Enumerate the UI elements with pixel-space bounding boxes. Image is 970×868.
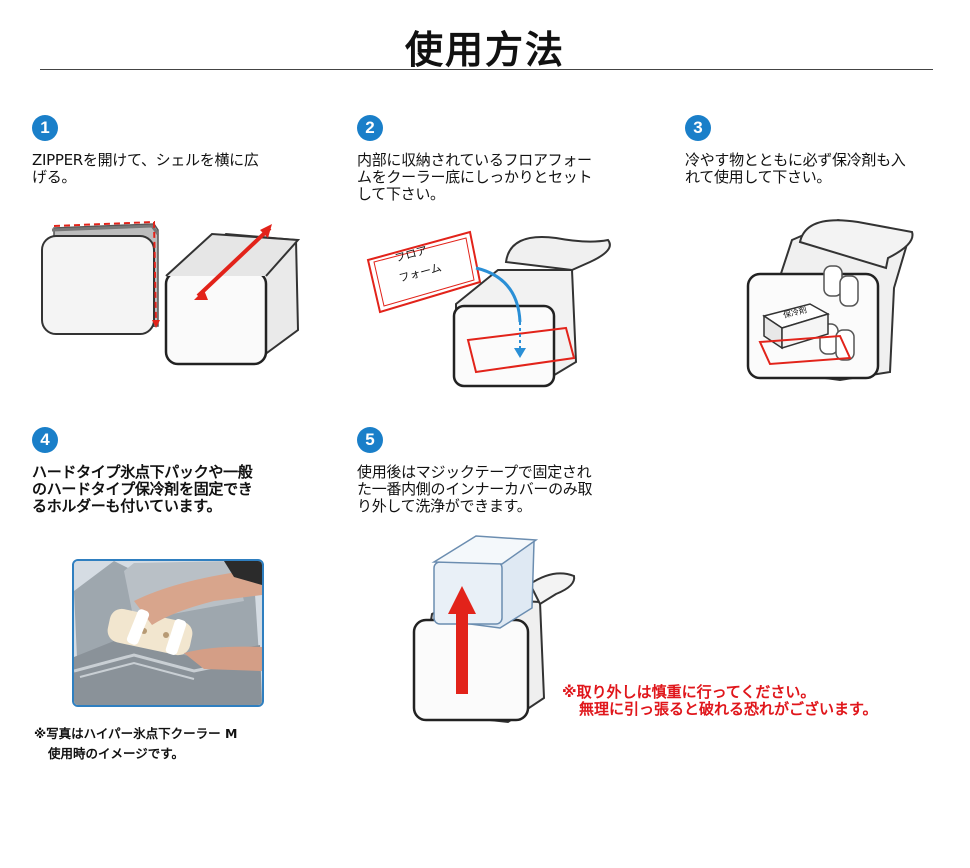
- closed-shell-icon: [41, 235, 155, 335]
- step-4-text-line-3: るホルダーも付いています。: [32, 497, 222, 515]
- photo-note: ※写真はハイパー氷点下クーラー M 使用時のイメージです。: [34, 724, 237, 764]
- cooler-box-icon: [452, 304, 556, 388]
- step-4-text-line-1: ハードタイプ氷点下パックや一般: [32, 463, 253, 481]
- step-2-number-badge: 2: [357, 115, 383, 141]
- step-1-text-line-2: げる。: [32, 168, 77, 186]
- warning-text: ※取り外しは慎重に行ってください。 無理に引っ張ると破れる恐れがございます。: [562, 684, 878, 718]
- step-1-text: ZIPPERを開けて、シェルを横に広 げる。: [32, 152, 259, 186]
- step-3-text-line-1: 冷やす物とともに必ず保冷剤も入: [685, 151, 906, 169]
- step-4-number-badge: 4: [32, 427, 58, 453]
- expand-arrow-icon: [196, 226, 272, 298]
- step-3-text-line-2: れて使用して下さい。: [685, 168, 832, 186]
- floor-form-card-icon: フロア フォーム: [366, 230, 482, 314]
- step-1-number-badge: 1: [32, 115, 58, 141]
- step-5-text-line-1: 使用後はマジックテープで固定され: [357, 463, 592, 481]
- step-5-number-badge: 5: [357, 427, 383, 453]
- outer-cooler-icon: [412, 618, 530, 722]
- step-3-illustration: 保冷剤: [746, 218, 914, 382]
- step-3-number-badge: 3: [685, 115, 711, 141]
- photo-note-line-2: 使用時のイメージです。: [48, 746, 185, 761]
- step-4-text-line-2: のハードタイプ保冷剤を固定でき: [32, 480, 253, 498]
- cooler-lid-icon: [798, 219, 914, 270]
- cooler-lid-icon: [504, 236, 611, 272]
- step-5-text-line-2: た一番内側のインナーカバーのみ取: [357, 480, 593, 498]
- step-3-text: 冷やす物とともに必ず保冷剤も入 れて使用して下さい。: [685, 152, 906, 186]
- step-2-text: 内部に収納されているフロアフォー ムをクーラー底にしっかりとセット して下さい。: [357, 151, 593, 203]
- step-5-text: 使用後はマジックテープで固定され た一番内側のインナーカバーのみ取 り外して洗浄…: [357, 463, 593, 515]
- warning-line-1: ※取り外しは慎重に行ってください。: [562, 683, 816, 701]
- page-title: 使用方法: [404, 28, 565, 72]
- step-2-text-line-2: ムをクーラー底にしっかりとセット: [357, 168, 593, 186]
- step-1-illustration: [41, 220, 301, 366]
- opened-shell-icon: [164, 270, 268, 366]
- step-5-illustration: [412, 535, 576, 724]
- step-2-text-line-3: して下さい。: [357, 185, 445, 203]
- step-2-text-line-1: 内部に収納されているフロアフォー: [357, 151, 592, 169]
- step-1-text-line-1: ZIPPERを開けて、シェルを横に広: [32, 151, 259, 169]
- holder-photo: [72, 559, 264, 707]
- title-rule: [40, 69, 933, 70]
- warning-line-2: 無理に引っ張ると破れる恐れがございます。: [579, 700, 878, 718]
- lift-arrow-icon: [456, 610, 468, 694]
- photo-note-line-1: ※写真はハイパー氷点下クーラー M: [34, 726, 238, 741]
- step-2-illustration: フロア フォーム: [366, 230, 611, 388]
- step-4-text: ハードタイプ氷点下パックや一般 のハードタイプ保冷剤を固定でき るホルダーも付い…: [32, 464, 253, 515]
- insert-arrow-icon: [475, 266, 522, 323]
- step-5-text-line-3: り外して洗浄ができます。: [357, 497, 532, 515]
